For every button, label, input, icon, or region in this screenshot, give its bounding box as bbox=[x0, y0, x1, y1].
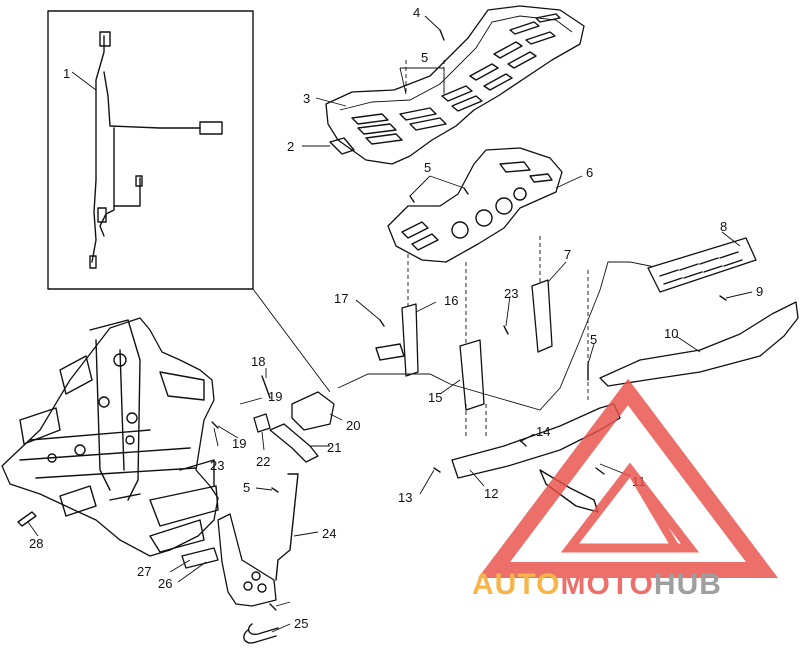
support-bracket-part-16 bbox=[375, 303, 419, 377]
watermark-logo: AUTOMOTOHUB bbox=[472, 378, 779, 601]
callout-7: 7 bbox=[564, 247, 571, 262]
footrest-part-24 bbox=[217, 473, 299, 607]
bumper-part-10 bbox=[599, 301, 799, 387]
callout-24: 24 bbox=[322, 526, 336, 541]
callout-labels: 1 2 3 4 5 5 5 5 6 7 8 9 10 11 12 13 14 1… bbox=[29, 5, 763, 631]
support-part-15 bbox=[459, 339, 485, 411]
watermark-text: AUTOMOTOHUB bbox=[472, 568, 722, 601]
callout-28: 28 bbox=[29, 536, 43, 551]
rack-top-part-3 bbox=[325, 5, 585, 165]
watermark-auto: AUTO bbox=[472, 568, 560, 601]
callout-21: 21 bbox=[327, 440, 341, 455]
callout-6: 6 bbox=[586, 165, 593, 180]
triangle-logo-icon bbox=[477, 378, 779, 578]
callout-5-top: 5 bbox=[421, 50, 428, 65]
wiring-harness-inset bbox=[47, 10, 331, 393]
callout-16: 16 bbox=[444, 293, 458, 308]
tail-light-part-8 bbox=[647, 237, 757, 293]
watermark-hub: HUB bbox=[654, 568, 722, 601]
callout-5-plate: 5 bbox=[424, 160, 431, 175]
callout-19-lower: 19 bbox=[232, 436, 246, 451]
callout-5-right: 5 bbox=[590, 332, 597, 347]
rail-part-12 bbox=[451, 403, 621, 513]
pin-part-28 bbox=[17, 511, 37, 527]
connector-part-20 bbox=[291, 391, 335, 431]
callout-9: 9 bbox=[756, 284, 763, 299]
callout-27: 27 bbox=[137, 564, 151, 579]
callout-23-left: 23 bbox=[210, 458, 224, 473]
chassis-frame bbox=[1, 317, 219, 557]
callout-22: 22 bbox=[256, 454, 270, 469]
leader-lines bbox=[27, 15, 753, 633]
clip-part-22 bbox=[253, 413, 271, 433]
callout-17: 17 bbox=[334, 291, 348, 306]
harness-routing bbox=[337, 261, 701, 411]
callout-1: 1 bbox=[63, 66, 70, 81]
callout-25: 25 bbox=[294, 616, 308, 631]
callout-14: 14 bbox=[536, 424, 550, 439]
support-part-7 bbox=[531, 279, 553, 353]
callout-15: 15 bbox=[428, 390, 442, 405]
callout-20: 20 bbox=[346, 418, 360, 433]
bracket-part-21 bbox=[269, 423, 319, 463]
callout-23-right: 23 bbox=[504, 286, 518, 301]
bracket-part-26-27 bbox=[181, 547, 219, 569]
callout-4: 4 bbox=[413, 5, 420, 20]
callout-5-left: 5 bbox=[243, 480, 250, 495]
callout-19-upper: 19 bbox=[268, 389, 282, 404]
callout-26: 26 bbox=[158, 576, 172, 591]
callout-18: 18 bbox=[251, 354, 265, 369]
rack-plate-part-6 bbox=[387, 147, 563, 263]
callout-3: 3 bbox=[303, 91, 310, 106]
fasteners bbox=[211, 29, 727, 611]
callout-10: 10 bbox=[664, 326, 678, 341]
u-bolt-part-25 bbox=[243, 623, 279, 644]
callout-2: 2 bbox=[287, 139, 294, 154]
callout-12: 12 bbox=[484, 486, 498, 501]
watermark-moto: MOTO bbox=[560, 568, 653, 601]
callout-13: 13 bbox=[398, 490, 412, 505]
bracket-part-2 bbox=[329, 137, 355, 155]
callout-8: 8 bbox=[720, 219, 727, 234]
